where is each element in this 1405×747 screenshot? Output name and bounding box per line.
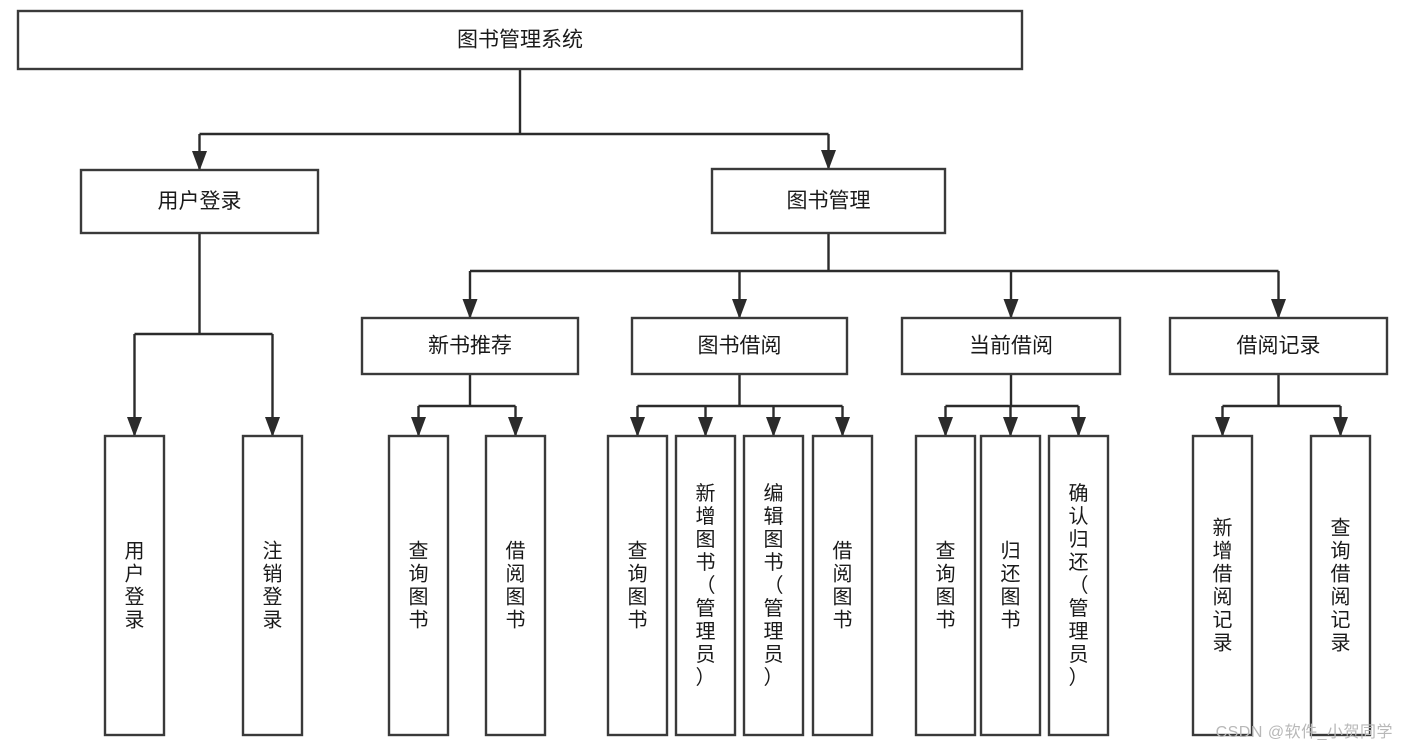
arrow-head-icon [192, 151, 207, 171]
arrow-head-icon [1333, 417, 1348, 437]
node-label-leaf-borrow-book: 借阅图书 [833, 539, 853, 631]
node-leaf-query-record[interactable]: 查询借阅记录 [1309, 434, 1372, 737]
node-label-leaf-query-record: 查询借阅记录 [1331, 516, 1351, 654]
node-box-undefined[interactable] [16, 9, 1024, 71]
node-label-leaf-return-book: 归还图书 [1001, 539, 1021, 631]
node-label-leaf-query-book-rec: 查询图书 [409, 539, 429, 631]
arrow-head-icon [1003, 417, 1018, 437]
node-box-borrow-record[interactable] [1168, 316, 1389, 376]
node-box-leaf-query-book[interactable] [606, 434, 669, 737]
node-box-book-manage[interactable] [710, 167, 947, 235]
node-label-book-borrow: 图书借阅 [698, 335, 782, 358]
node-new-book-rec[interactable]: 新书推荐 [360, 316, 580, 376]
node-leaf-query-book-rec[interactable]: 查询图书 [387, 434, 450, 737]
node-leaf-edit-book[interactable]: 编辑图书（管理员） [742, 434, 805, 737]
node-label-borrow-record: 借阅记录 [1237, 335, 1321, 358]
arrow-head-icon [698, 417, 713, 437]
connector-layer [127, 69, 1348, 437]
arrow-head-icon [1215, 417, 1230, 437]
arrow-head-icon [1003, 299, 1019, 319]
node-box-leaf-return-book[interactable] [979, 434, 1042, 737]
node-box-leaf-user-login[interactable] [103, 434, 166, 737]
node-layer: 图书管理系统用户登录图书管理新书推荐图书借阅当前借阅借阅记录用户登录注销登录查询… [16, 9, 1389, 737]
arrow-head-icon [1271, 299, 1286, 319]
node-label-user-login: 用户登录 [158, 190, 242, 213]
node-leaf-query-book-cur[interactable]: 查询图书 [914, 434, 977, 737]
node-leaf-borrow-book-rec[interactable]: 借阅图书 [484, 434, 547, 737]
node-user-login[interactable]: 用户登录 [79, 168, 320, 235]
node-label-leaf-logout: 注销登录 [263, 539, 283, 631]
node-book-manage[interactable]: 图书管理 [710, 167, 947, 235]
node-book-borrow[interactable]: 图书借阅 [630, 316, 849, 376]
arrow-head-icon [508, 417, 523, 437]
node-box-new-book-rec[interactable] [360, 316, 580, 376]
arrow-head-icon [938, 417, 953, 437]
node-leaf-return-book[interactable]: 归还图书 [979, 434, 1042, 737]
arrow-head-icon [1071, 417, 1086, 437]
node-box-book-borrow[interactable] [630, 316, 849, 376]
node-box-leaf-add-book[interactable] [674, 434, 737, 737]
node-label-new-book-rec: 新书推荐 [428, 335, 512, 358]
arrow-head-icon [462, 299, 478, 319]
node-label-leaf-user-login: 用户登录 [125, 540, 145, 631]
node-leaf-logout[interactable]: 注销登录 [241, 434, 304, 737]
node-leaf-query-book[interactable]: 查询图书 [606, 434, 669, 737]
node-leaf-add-book[interactable]: 新增图书（管理员） [674, 434, 737, 737]
node-box-leaf-query-record[interactable] [1309, 434, 1372, 737]
node-label-leaf-confirm-return: 确认归还（管理员） [1069, 482, 1089, 689]
arrow-head-icon [835, 417, 850, 437]
watermark-label: CSDN @软件_小贺同学 [1215, 724, 1393, 741]
arrow-head-icon [630, 417, 645, 437]
node-label-current-borrow: 当前借阅 [969, 335, 1053, 358]
node-current-borrow[interactable]: 当前借阅 [900, 316, 1122, 376]
arrow-head-icon [265, 417, 280, 437]
node-leaf-user-login[interactable]: 用户登录 [103, 434, 166, 737]
node-label-leaf-edit-book: 编辑图书（管理员） [764, 482, 784, 689]
node-label-leaf-add-book: 新增图书（管理员） [696, 482, 716, 689]
node-undefined[interactable]: 图书管理系统 [16, 9, 1024, 71]
node-leaf-add-record[interactable]: 新增借阅记录 [1191, 434, 1254, 737]
node-label-leaf-add-record: 新增借阅记录 [1213, 516, 1233, 654]
node-box-leaf-borrow-book-rec[interactable] [484, 434, 547, 737]
arrow-head-icon [766, 417, 781, 437]
node-borrow-record[interactable]: 借阅记录 [1168, 316, 1389, 376]
node-label-leaf-borrow-book-rec: 借阅图书 [506, 539, 526, 631]
node-box-leaf-edit-book[interactable] [742, 434, 805, 737]
node-box-leaf-add-record[interactable] [1191, 434, 1254, 737]
arrow-head-icon [732, 299, 747, 319]
node-box-leaf-confirm-return[interactable] [1047, 434, 1110, 737]
arrow-head-icon [127, 417, 142, 437]
node-label-leaf-query-book-cur: 查询图书 [936, 539, 956, 631]
arrow-head-icon [411, 417, 426, 437]
node-label-undefined: 图书管理系统 [457, 29, 583, 52]
node-box-user-login[interactable] [79, 168, 320, 235]
arrow-head-icon [821, 150, 836, 170]
node-box-leaf-logout[interactable] [241, 434, 304, 737]
node-box-leaf-query-book-cur[interactable] [914, 434, 977, 737]
node-label-leaf-query-book: 查询图书 [628, 539, 648, 631]
node-leaf-confirm-return[interactable]: 确认归还（管理员） [1047, 434, 1110, 737]
node-box-current-borrow[interactable] [900, 316, 1122, 376]
node-label-book-manage: 图书管理 [787, 190, 871, 213]
node-leaf-borrow-book[interactable]: 借阅图书 [811, 434, 874, 737]
node-box-leaf-query-book-rec[interactable] [387, 434, 450, 737]
node-box-leaf-borrow-book[interactable] [811, 434, 874, 737]
